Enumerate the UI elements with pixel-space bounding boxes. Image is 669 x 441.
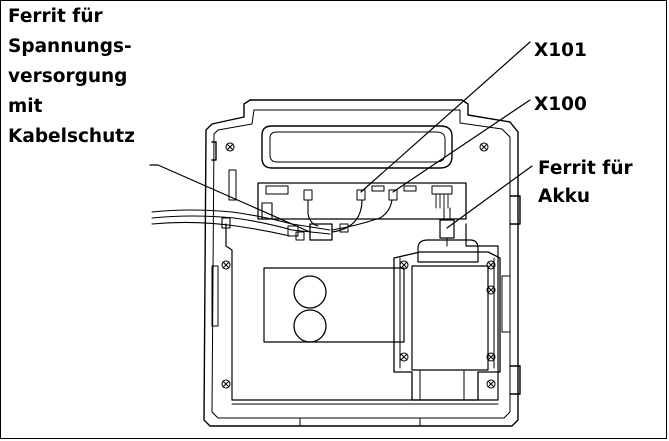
label-line: Akku (538, 186, 591, 207)
left-slot (228, 169, 237, 201)
handle-slot-inner (269, 131, 446, 163)
label-line: Kabelschutz (8, 126, 135, 147)
screw (486, 285, 496, 295)
motor-roller-top (293, 275, 327, 309)
screw (221, 260, 231, 270)
pcb-connector (431, 185, 453, 195)
left-notch (211, 141, 217, 161)
power-cable-3 (151, 221, 291, 237)
main-compartment (225, 223, 499, 401)
leader-x100 (392, 99, 531, 193)
screw (221, 379, 231, 389)
motor-roller-bottom (293, 309, 327, 343)
right-clip-top (509, 195, 521, 225)
right-clip-bottom (509, 365, 521, 395)
leader-ferrit-battery (446, 165, 533, 229)
label-line: Ferrit für (8, 6, 103, 27)
screw (479, 142, 489, 152)
left-clip (211, 265, 219, 327)
motor-plate (263, 267, 405, 343)
screw (486, 260, 496, 270)
screw (486, 379, 496, 389)
cable-protection-clip (295, 231, 305, 241)
pcb-connector (265, 185, 289, 195)
label-ferrit-power: Ferrit für Spannungs- versorgung mit Kab… (8, 4, 135, 150)
power-cable-1 (151, 209, 331, 231)
ferrite-power-wires (307, 199, 393, 233)
housing-outline (203, 99, 519, 427)
battery-cap (417, 239, 479, 263)
cable-protection-clip (287, 225, 299, 237)
power-cable-2 (151, 215, 331, 235)
handle-slot (261, 125, 453, 169)
x101-connector (356, 189, 366, 201)
right-clip-mid (501, 275, 511, 333)
screw (225, 142, 235, 152)
label-x101: X101 (534, 40, 587, 61)
label-line: Spannungs- (8, 36, 132, 57)
leader-x101 (360, 41, 531, 193)
x100-connector (388, 189, 398, 201)
leader-ferrit-power (149, 164, 311, 233)
pcb-connector (403, 185, 417, 192)
label-ferrit-battery: Ferrit für Akku (538, 156, 633, 210)
bottom-feet (299, 417, 421, 427)
battery-bracket (411, 265, 489, 371)
label-line: Ferrit für (538, 158, 633, 179)
battery-cable (443, 207, 451, 247)
ferrite-battery (439, 219, 455, 239)
screw (486, 352, 496, 362)
housing-inner-outline (211, 109, 511, 419)
pcb-connector (303, 189, 313, 201)
cable-grommet (221, 217, 231, 229)
label-line: mit (8, 96, 43, 117)
label-line: versorgung (8, 66, 128, 87)
battery-pack (393, 251, 501, 401)
pcb-connector (371, 185, 385, 192)
label-x100: X100 (534, 94, 587, 115)
battery-bracket-side (399, 257, 495, 369)
battery-foot (419, 369, 465, 401)
pcb-board (257, 182, 467, 220)
